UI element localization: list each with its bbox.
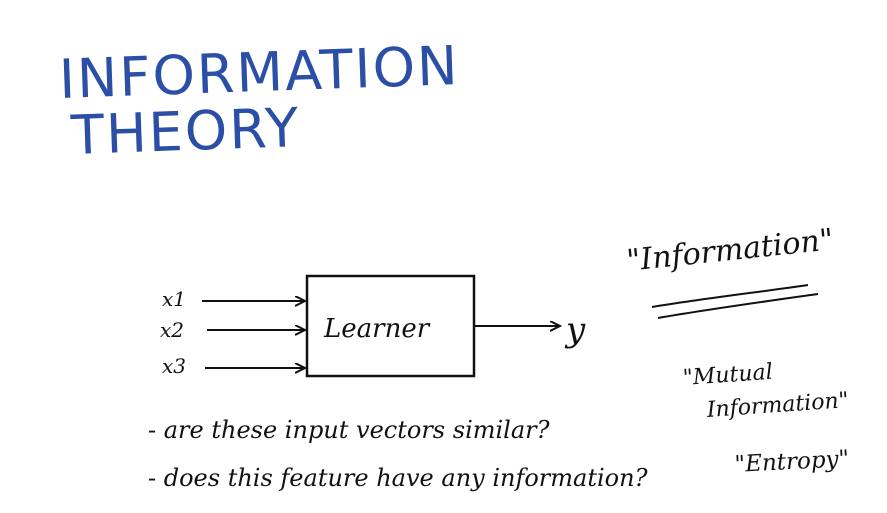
output-label-y: y (566, 310, 586, 350)
information-underline-2 (657, 293, 819, 319)
learner-label: Learner (324, 314, 430, 344)
input-label-x2: x2 (160, 318, 185, 342)
input-label-x3: x3 (162, 354, 187, 378)
information-underline-1 (651, 284, 809, 308)
note-line-2: - does this feature have any information… (148, 464, 648, 492)
note-line-1: - are these input vectors similar? (148, 416, 550, 444)
input-label-x1: x1 (162, 287, 187, 311)
